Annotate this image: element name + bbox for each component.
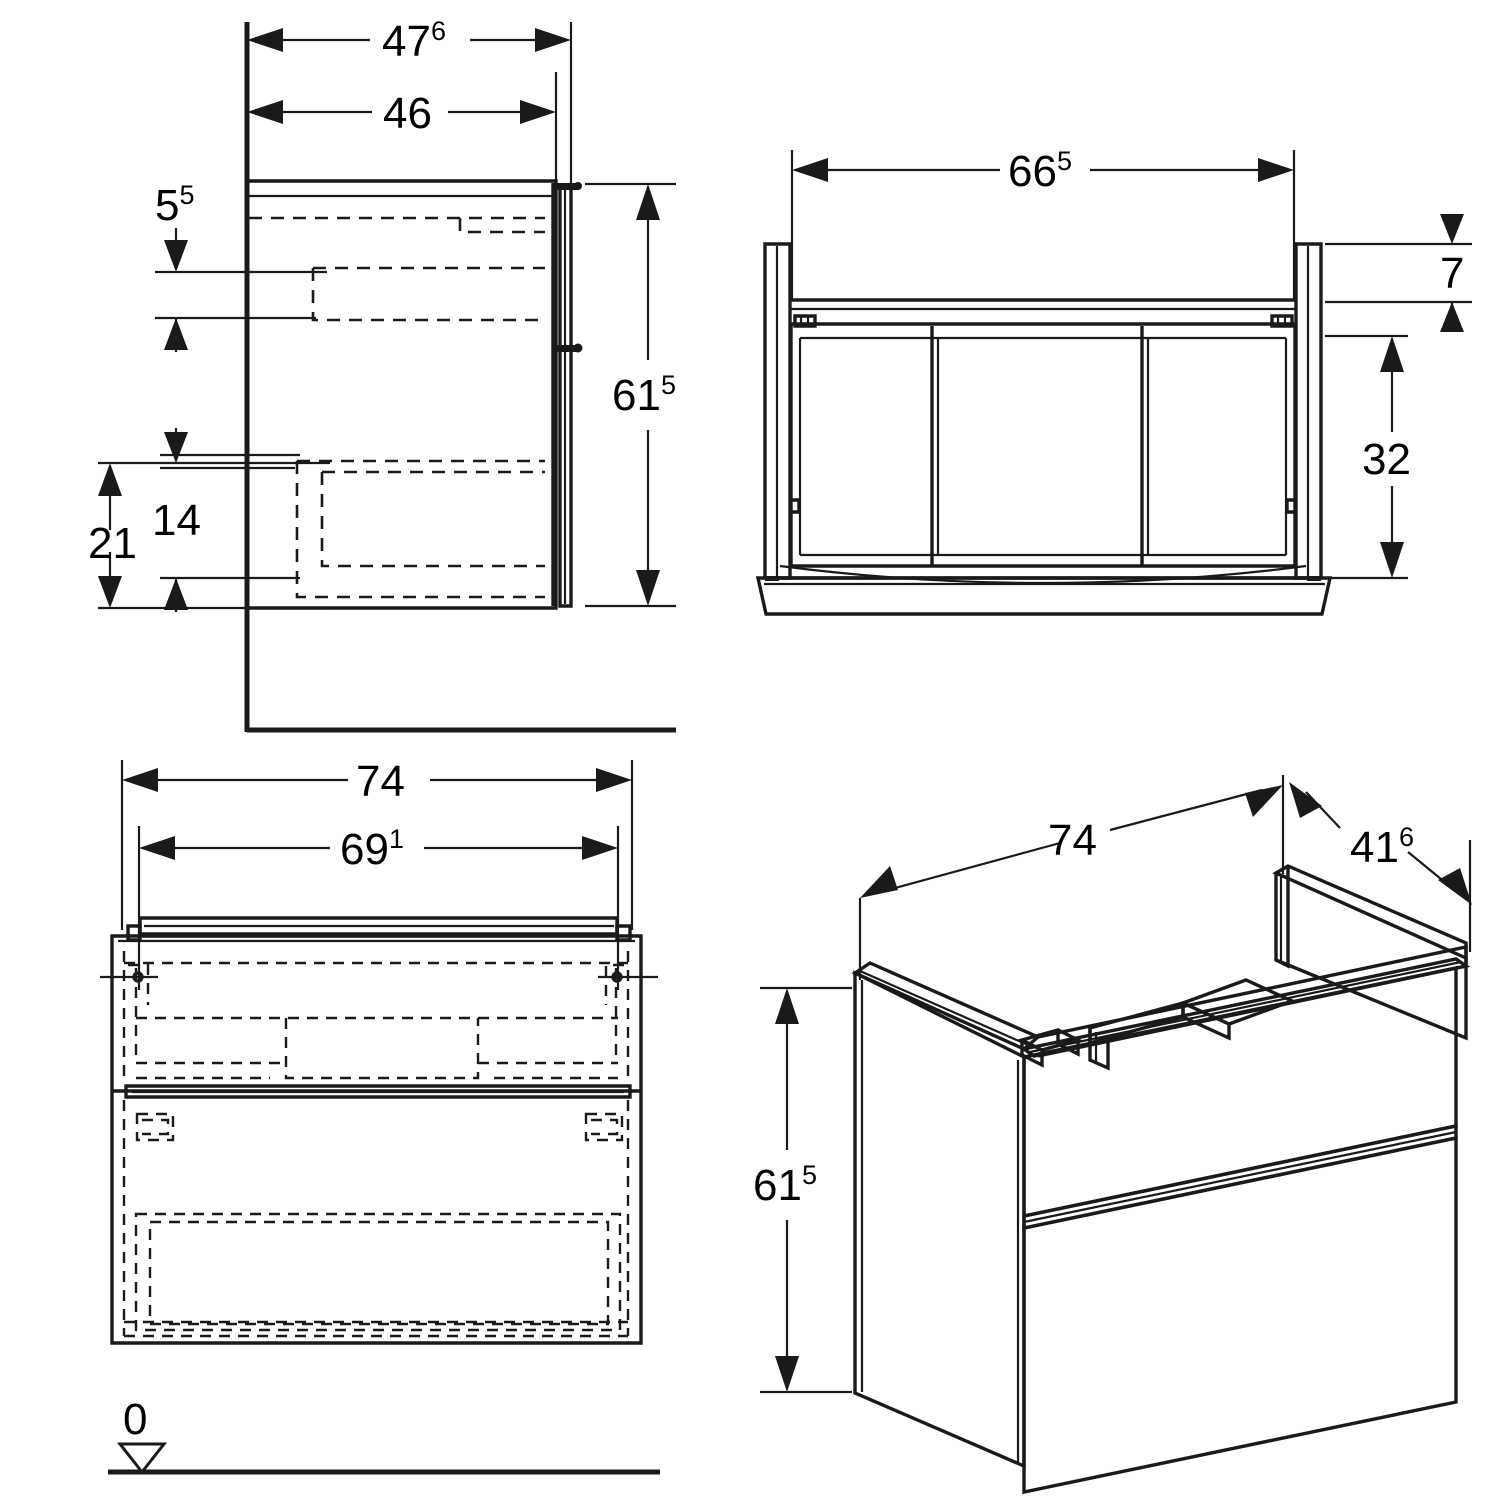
upper-drawer-hidden-box [311, 268, 545, 322]
iso-dim-74-arrow-right [1245, 785, 1283, 817]
dim-label-lower-left: 21 [88, 519, 137, 568]
isometric-view: 74 416 615 [753, 775, 1472, 1495]
datum-label: 0 [123, 1395, 147, 1444]
iso-partition-leg [1088, 1028, 1110, 1071]
dim-label-top-offset: 55 [155, 180, 195, 230]
dim-14-arrow-up [164, 578, 188, 610]
dim-55-arrow-up [164, 318, 188, 350]
iso-dim-74-arrow-left [860, 866, 898, 898]
dim-label-overall-height: 615 [612, 370, 676, 420]
dim-label-lower-inner: 14 [152, 496, 201, 545]
dim-7-arrow-down [1440, 214, 1464, 244]
dim-615-arrow-down [636, 570, 660, 606]
dim-55-arrow-down [164, 240, 188, 272]
ud-hidden-bracket-l [128, 963, 150, 1005]
dim-665-arrow-left [792, 158, 828, 182]
dim-label-body-depth: 46 [383, 89, 432, 138]
plinth-right-tab-icon [1307, 576, 1321, 581]
mid-bracket-pin-icon [573, 343, 583, 353]
dim-74-arrow-right [596, 768, 632, 792]
dim-691-arrow-right [582, 836, 618, 860]
cabinet-body-outline [249, 179, 558, 610]
dim-21-arrow-up [98, 463, 122, 496]
dim-label-overall-depth: 476 [382, 16, 446, 66]
dim-476-arrow-left [247, 28, 283, 52]
dim-46-arrow-right [520, 100, 556, 124]
dim-74-arrow-left [122, 768, 158, 792]
left-hinge-icon [791, 498, 801, 514]
iso-dim-label-height: 615 [753, 1160, 817, 1210]
iso-dim-74-line-b [1109, 788, 1263, 832]
dim-32-arrow-up [1380, 336, 1404, 372]
dim-label-drawer-box-height: 32 [1362, 435, 1411, 484]
datum-marker: 0 [108, 1395, 660, 1475]
dim-14-arrow-down [164, 432, 188, 463]
front-elevation-view: 74 691 [100, 757, 658, 1345]
ld-hidden-fix-left [135, 1112, 175, 1142]
dim-21-arrow-down [98, 576, 122, 608]
top-bracket-icon [556, 183, 578, 190]
cabinet-front-outline [110, 934, 643, 1345]
right-hinge-icon [1285, 498, 1295, 514]
mid-bracket-icon [553, 345, 578, 352]
dim-615-arrow-up [636, 184, 660, 220]
dim-label-overall-width: 74 [356, 757, 405, 806]
dim-46-arrow-left [247, 100, 283, 124]
iso-dim-label-width: 74 [1048, 816, 1097, 865]
iso-left-bracket-edge2 [1056, 1030, 1080, 1057]
iso-dim-416-arrow-left [1289, 782, 1322, 818]
iso-dim-416-arrow-right [1438, 868, 1472, 905]
iso-partition-top-right [1178, 978, 1297, 1026]
iso-dim-416-line-a [1305, 791, 1341, 829]
upper-drawer-hidden-step [458, 218, 545, 234]
dim-label-handle-width: 691 [340, 824, 404, 874]
iso-upper-rail-line [1029, 960, 1462, 1054]
lower-drawer-hidden-box [320, 472, 545, 568]
drawer-box-frame [789, 325, 1297, 568]
dim-label-top-rail-height: 7 [1440, 249, 1464, 298]
base-plinth [755, 576, 1333, 616]
front-section-view: 665 7 32 [755, 146, 1472, 616]
side-section-view: 476 46 55 615 21 [88, 16, 676, 733]
ld-hidden-panel-inner [148, 1220, 610, 1326]
lower-drawer-hidden-outer [295, 461, 545, 599]
ld-hidden-fix-right [584, 1112, 624, 1142]
dim-label-inner-width: 665 [1008, 146, 1072, 196]
iso-mid-groove-line [1023, 1130, 1457, 1224]
dim-691-arrow-left [139, 836, 175, 860]
iso-mid-handle-groove [1022, 1123, 1458, 1231]
iso-upstand-back-diagonal [1275, 958, 1468, 1041]
mid-handle-rail [124, 1084, 632, 1099]
ld-hidden-panel-outer [134, 1212, 622, 1332]
datum-triangle-icon [116, 1442, 168, 1475]
iso-dim-615-arrow-down [775, 1356, 799, 1392]
iso-left-rim-inner [859, 969, 1029, 1047]
dim-7-arrow-up [1440, 302, 1464, 332]
iso-dim-615-arrow-up [775, 988, 799, 1024]
top-bracket-pin-icon [574, 182, 582, 190]
ud-hidden-notch [284, 1018, 480, 1080]
iso-dim-74-line-a [883, 841, 1061, 893]
iso-dim-label-depth: 416 [1350, 822, 1414, 872]
dim-476-arrow-right [535, 28, 571, 52]
dim-665-arrow-right [1258, 158, 1294, 182]
plinth-left-tab-icon [765, 576, 779, 581]
iso-left-bracket-edge [1020, 1040, 1044, 1068]
dim-32-arrow-down [1380, 542, 1404, 578]
